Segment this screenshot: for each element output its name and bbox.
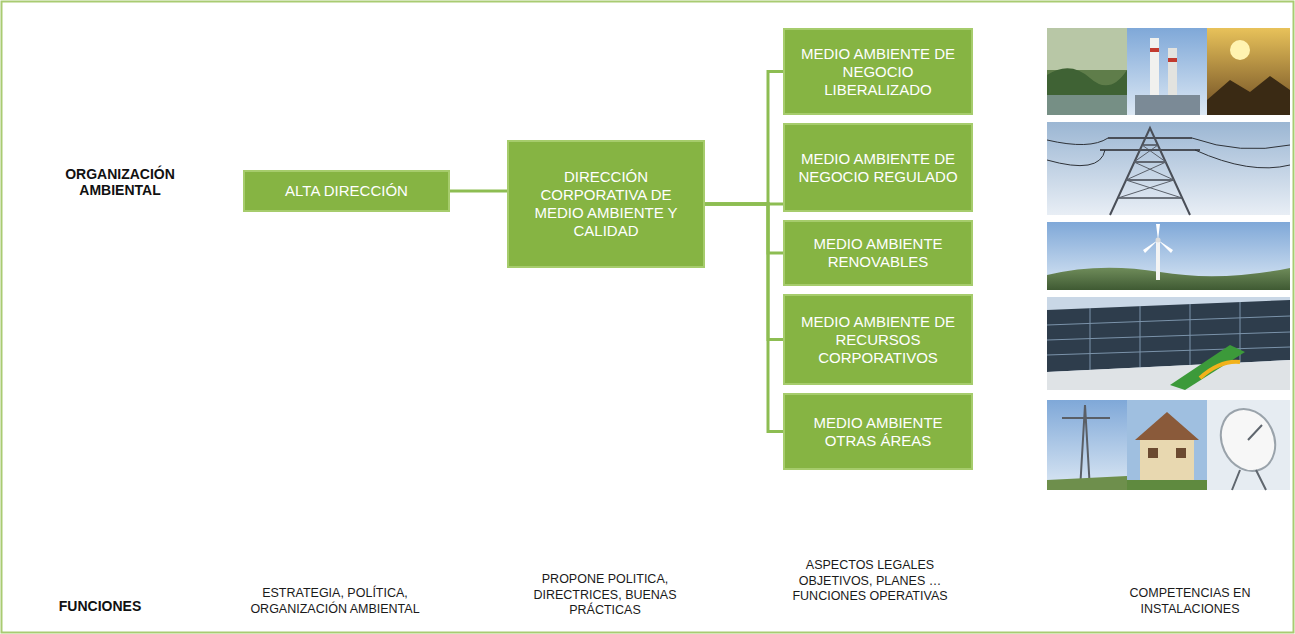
box-text: MEDIO AMBIENTE DE NEGOCIO LIBERALIZADO [797,45,959,99]
box-text: MEDIO AMBIENTE OTRAS ÁREAS [797,414,959,450]
row-heading: ORGANIZACIÓN AMBIENTAL [33,166,208,198]
photo-generation [1047,28,1290,115]
box-text: ALTA DIRECCIÓN [285,182,408,200]
connector-line [705,204,783,432]
function-label: COMPETENCIAS EN INSTALACIONES [1115,586,1265,617]
box-text: MEDIO AMBIENTE DE RECURSOS CORPORATIVOS [797,313,959,367]
connector-line [705,204,783,340]
box-text: MEDIO AMBIENTE RENOVABLES [797,235,959,271]
function-label: ASPECTOS LEGALES OBJETIVOS, PLANES … FUN… [785,558,955,605]
connector-line [705,72,783,205]
photo-headquarters [1047,297,1290,390]
management-box: ALTA DIRECCIÓN [243,170,450,212]
row-heading: FUNCIONES [40,598,160,614]
function-label: PROPONE POLITICA, DIRECTRICES, BUENAS PR… [528,572,683,619]
function-label: ESTRATEGIA, POLÍTICA, ORGANIZACIÓN AMBIE… [218,586,453,617]
box-text: MEDIO AMBIENTE DE NEGOCIO REGULADO [797,150,959,186]
area-box: MEDIO AMBIENTE OTRAS ÁREAS [783,393,973,470]
corporate-box: DIRECCIÓN CORPORATIVA DE MEDIO AMBIENTE … [507,140,705,268]
area-box: MEDIO AMBIENTE DE RECURSOS CORPORATIVOS [783,294,973,385]
connector-line [450,190,507,193]
connector-line [705,204,783,253]
box-text: DIRECCIÓN CORPORATIVA DE MEDIO AMBIENTE … [521,168,691,240]
area-box: MEDIO AMBIENTE DE NEGOCIO LIBERALIZADO [783,28,973,115]
photo-wind-turbine [1047,222,1290,290]
area-box: MEDIO AMBIENTE RENOVABLES [783,220,973,286]
photo-other-areas [1047,400,1290,490]
area-box: MEDIO AMBIENTE DE NEGOCIO REGULADO [783,123,973,212]
photo-power-line [1047,122,1290,215]
